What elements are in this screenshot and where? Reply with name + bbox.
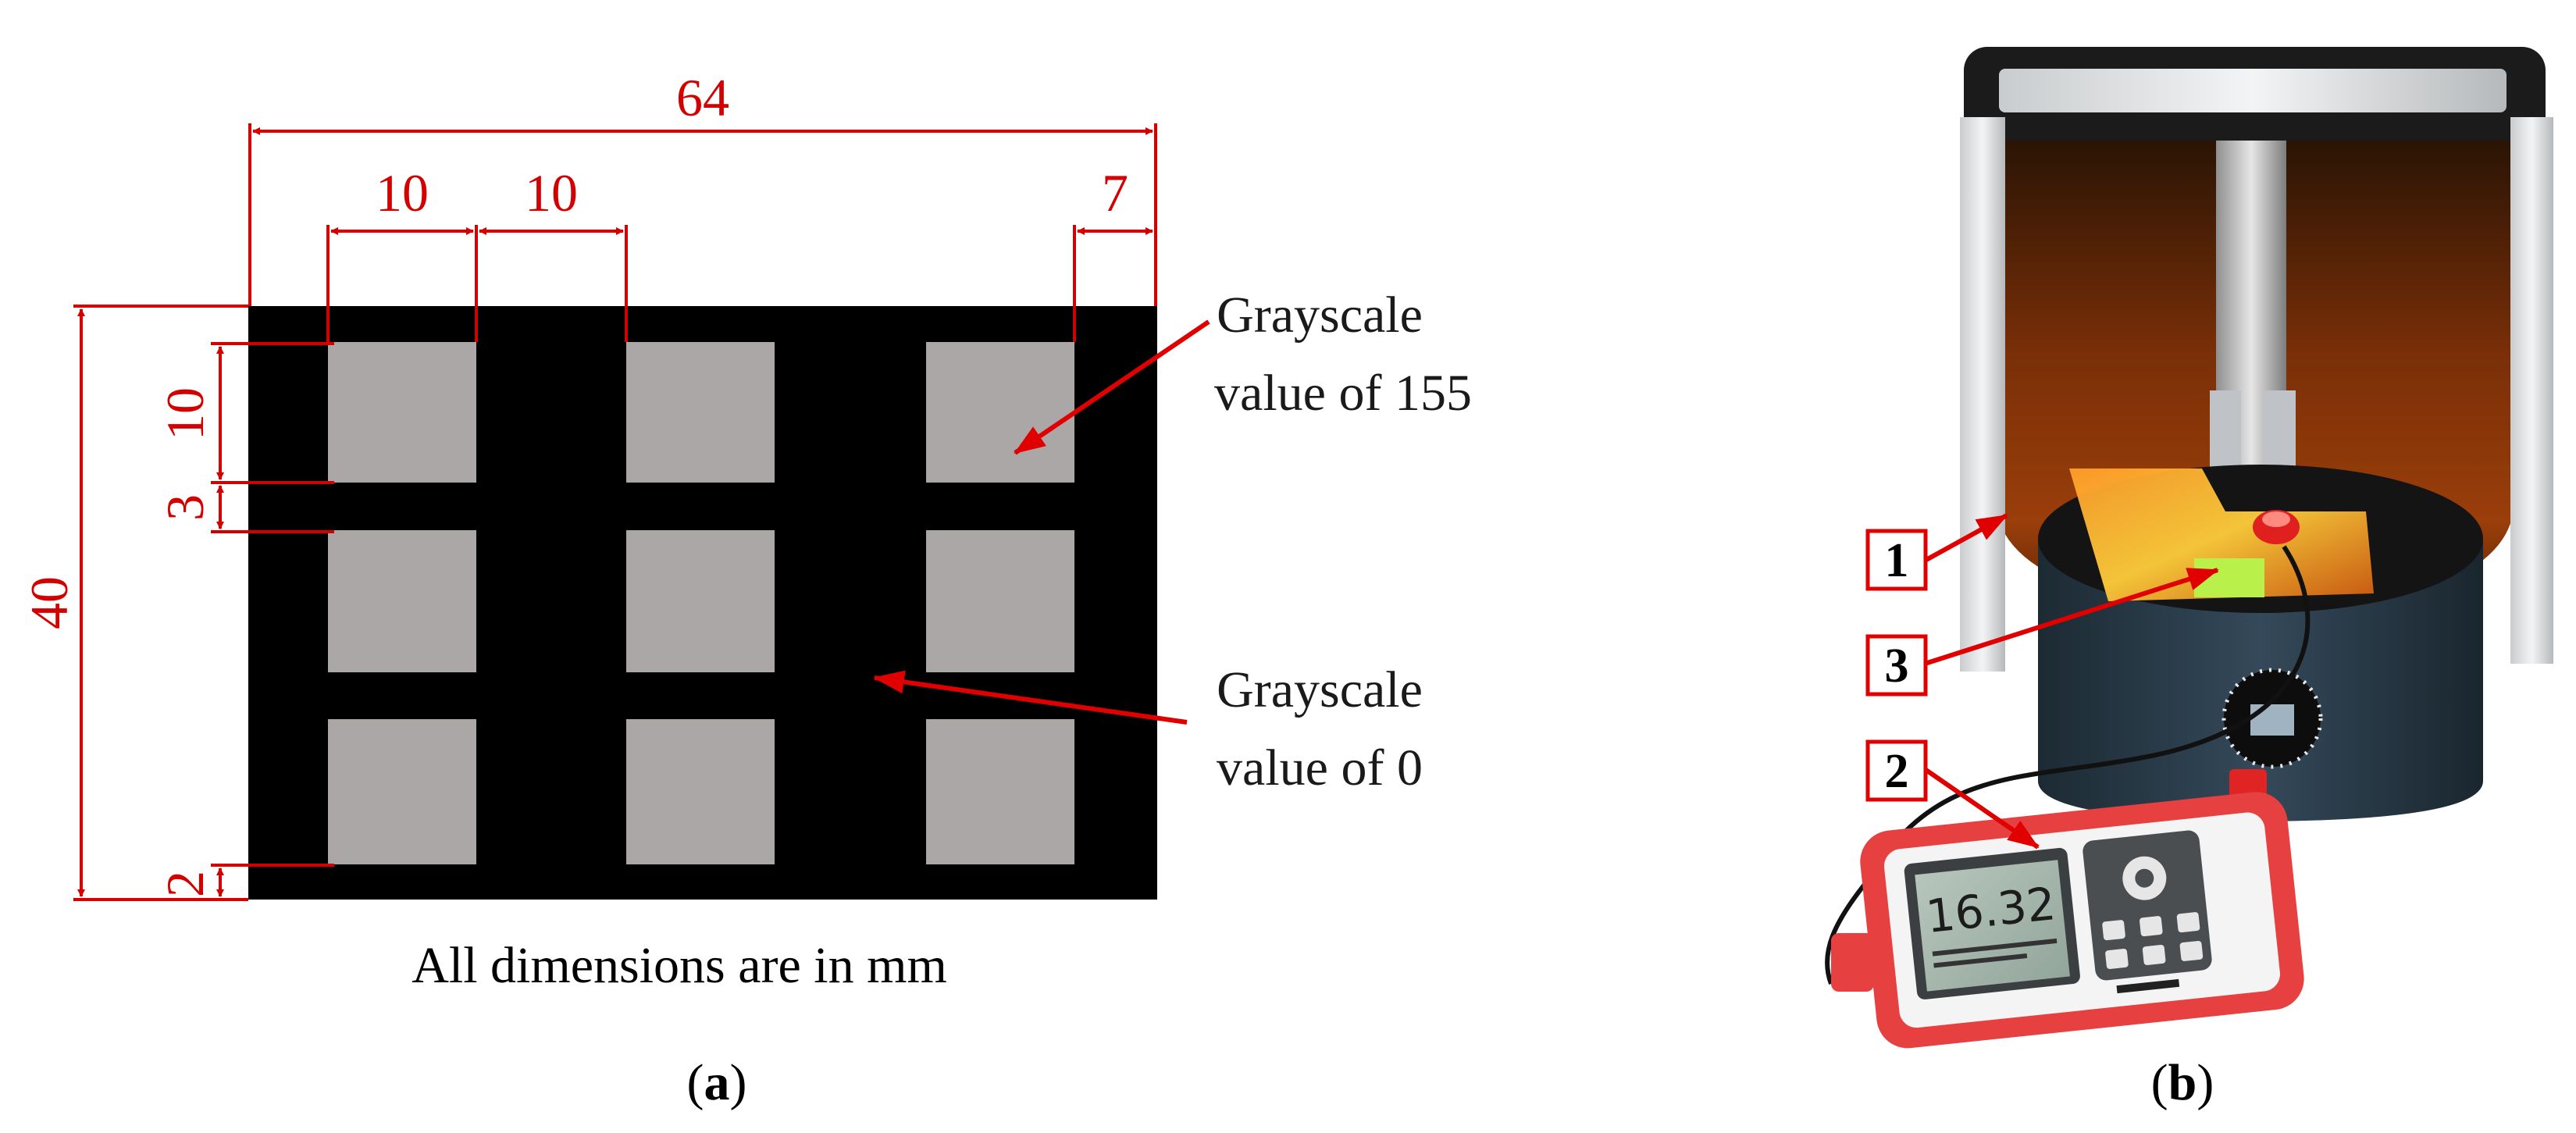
caption-b: (b) <box>2151 1054 2214 1111</box>
dim-total-width: 64 <box>676 68 729 127</box>
gray0-label-line1: Grayscale <box>1217 661 1423 718</box>
units-note: All dimensions are in mm <box>412 937 947 994</box>
gray-square <box>926 342 1074 483</box>
label-3: 3 <box>1885 640 1909 693</box>
meter-screen <box>1915 860 2070 992</box>
dim-bottom-margin: 2 <box>155 871 215 897</box>
rail-right <box>2510 117 2553 664</box>
dim-row-gap: 3 <box>155 494 215 521</box>
gray0-label-line2: value of 0 <box>1217 739 1423 796</box>
label-2: 2 <box>1885 745 1909 798</box>
arrow-label-2 <box>1923 767 2040 850</box>
dim-square-height: 10 <box>155 387 215 440</box>
label-box-1 <box>1865 529 1928 591</box>
gray-square <box>626 342 775 483</box>
arrow-label-1 <box>1923 513 2008 563</box>
panel-b-callouts: 1 3 2 <box>1865 513 2219 850</box>
grayscale-annotations: Grayscale value of 155 Grayscale value o… <box>873 287 1472 796</box>
dimension-values: 64 10 10 7 10 3 40 2 <box>20 68 1128 897</box>
dimension-lines <box>73 123 1157 901</box>
sensor-cable <box>1825 545 2311 985</box>
arrow-to-background <box>873 670 1188 725</box>
label-box-2 <box>1865 739 1928 802</box>
caption-a: (a) <box>687 1054 747 1111</box>
square-grid <box>328 342 1074 864</box>
gray155-label-line2: value of 155 <box>1214 365 1472 422</box>
gray-square <box>626 530 775 672</box>
label-box-3 <box>1865 634 1928 697</box>
gray-square <box>328 342 476 483</box>
gray-square <box>926 530 1074 672</box>
gray-square <box>626 719 775 864</box>
arrow-to-square <box>1014 319 1210 455</box>
power-meter: 16.32 <box>1860 792 2304 1049</box>
gray-square <box>926 719 1074 864</box>
dim-right-margin: 7 <box>1102 163 1128 223</box>
panel-b-photo: 16.32 <box>1825 47 2553 1049</box>
dim-square-width: 10 <box>376 163 429 223</box>
gray-square <box>328 530 476 672</box>
gray155-label-line1: Grayscale <box>1217 287 1423 344</box>
dim-total-height: 40 <box>20 576 79 629</box>
gray-square <box>328 719 476 864</box>
panel-a: 64 10 10 7 10 3 40 2 Grayscale value of … <box>20 68 1472 1111</box>
arrow-label-3 <box>1924 568 2219 666</box>
dim-square-gap: 10 <box>525 163 578 223</box>
label-1: 1 <box>1885 534 1909 587</box>
rail-left <box>1960 117 2005 672</box>
